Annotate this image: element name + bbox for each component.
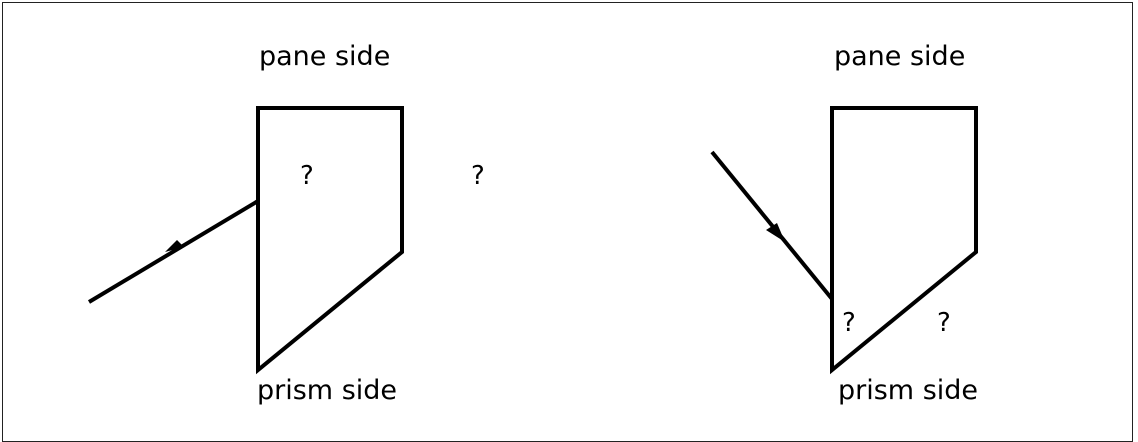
- left-incident-ray: [87, 199, 260, 304]
- right-question-mark-inside: ?: [842, 308, 856, 338]
- left-bottom-label: prism side: [257, 375, 398, 406]
- left-question-mark-outside: ?: [471, 161, 485, 191]
- left-prism-outline: [256, 106, 404, 375]
- right-top-label: pane side: [834, 41, 966, 72]
- left-question-mark-inside: ?: [300, 161, 314, 191]
- left-ray-arrowhead: [165, 240, 184, 252]
- right-incident-ray: [710, 150, 834, 301]
- prism-diagrams: [87, 106, 978, 375]
- right-ray-arrowhead: [766, 223, 785, 242]
- right-prism-outline: [830, 106, 978, 375]
- right-bottom-label: prism side: [838, 375, 979, 406]
- left-top-label: pane side: [259, 41, 391, 72]
- right-question-mark-outside: ?: [937, 308, 951, 338]
